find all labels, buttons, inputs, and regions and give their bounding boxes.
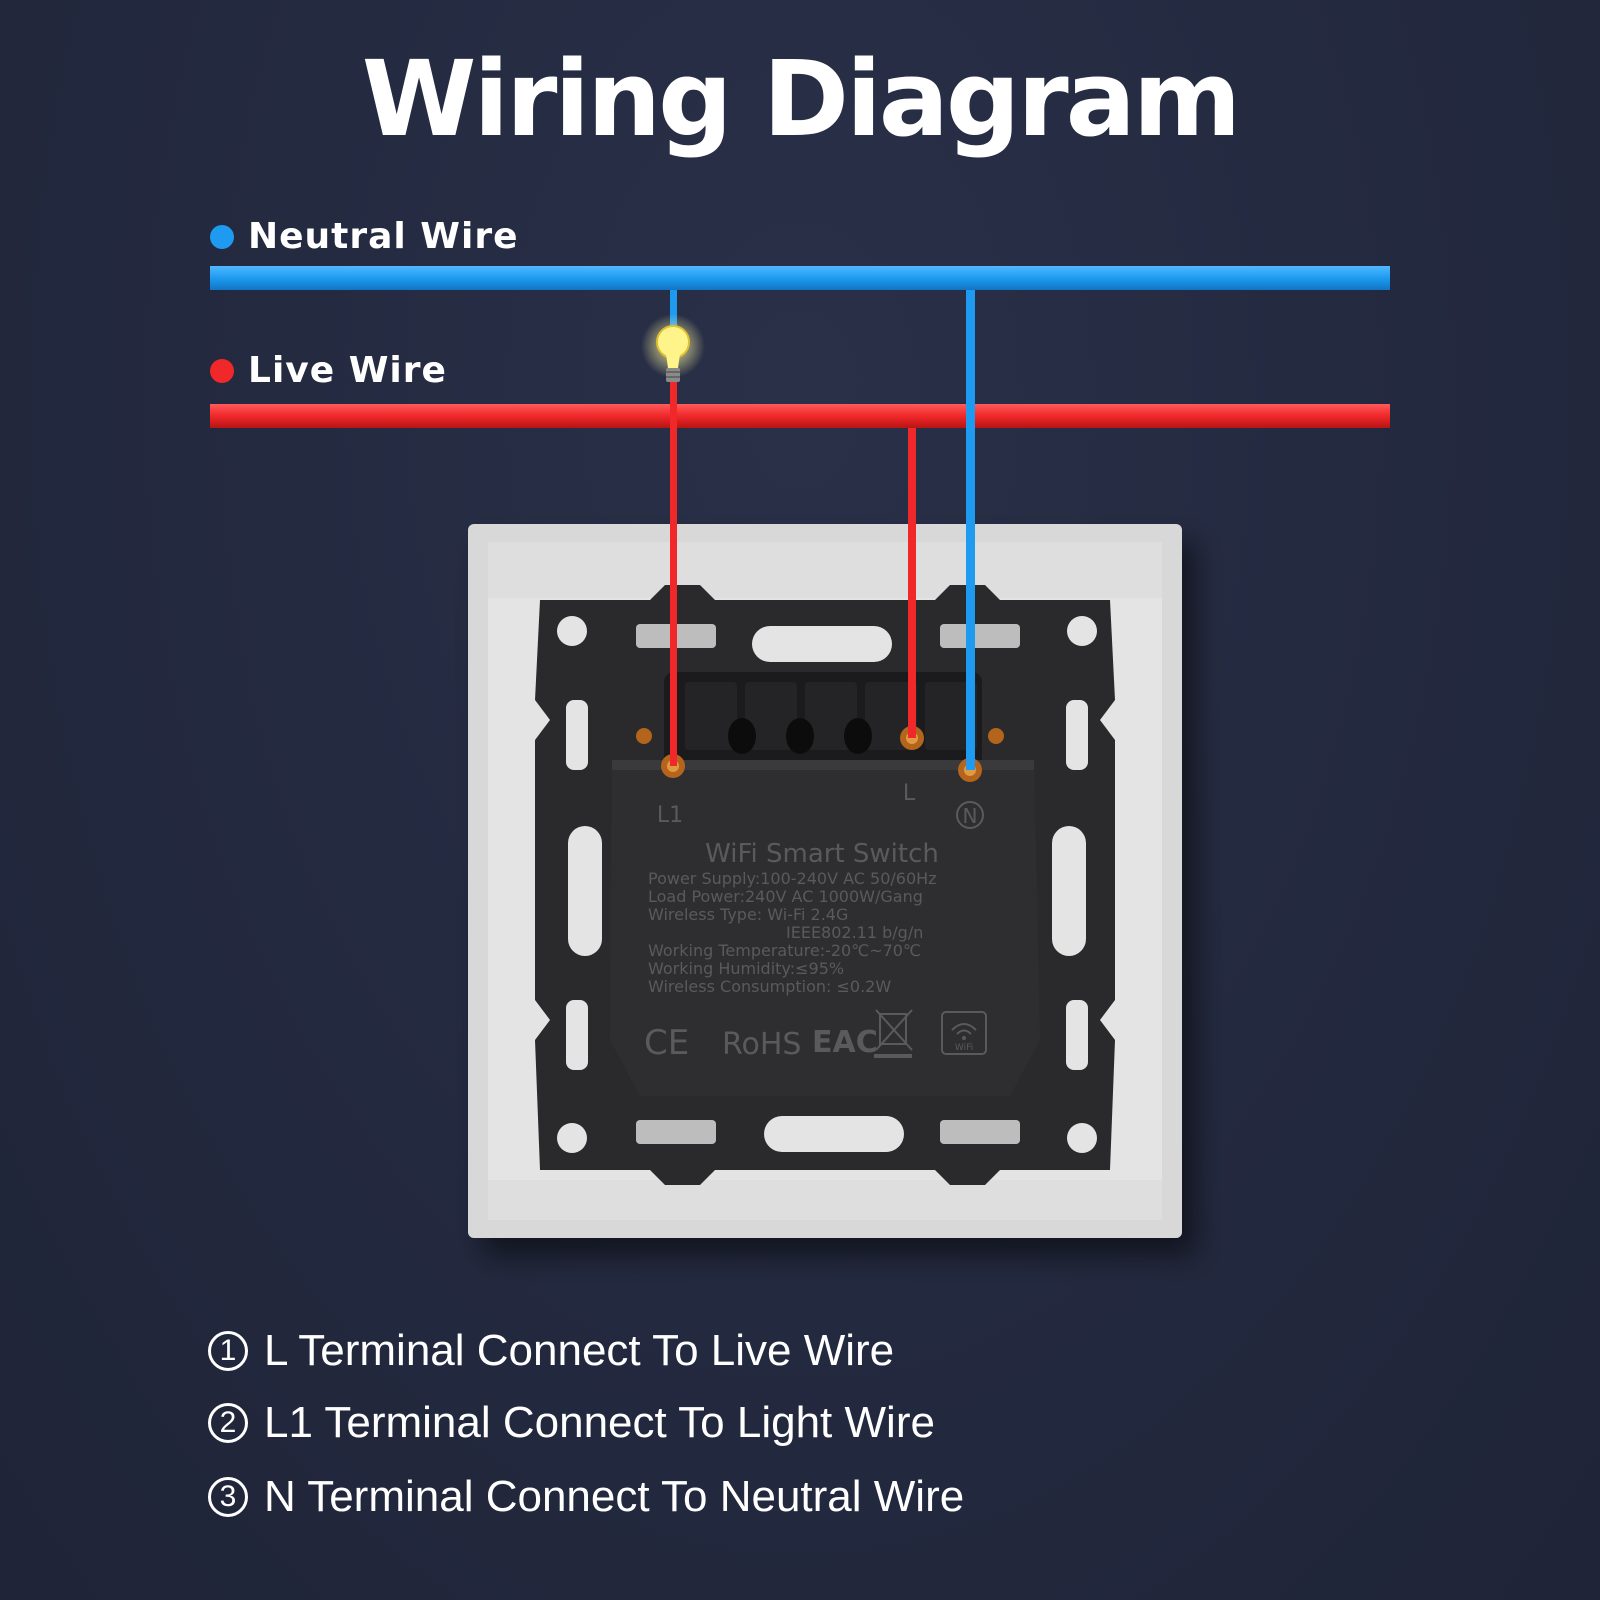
spec-line: Working Temperature:-20℃~70℃ bbox=[648, 941, 921, 960]
module-name: WiFi Smart Switch bbox=[705, 839, 939, 869]
wiring-diagram: L1 L N WiFi Smart Switch Power Supply:10… bbox=[210, 266, 1390, 1238]
rohs-mark: RoHS bbox=[722, 1027, 801, 1062]
page-title: Wiring Diagram bbox=[361, 38, 1241, 160]
legend-live-label: Live Wire bbox=[248, 350, 447, 391]
terminal-label-l: L bbox=[903, 781, 916, 806]
instruction-item: 3 N Terminal Connect To Neutral Wire bbox=[208, 1472, 964, 1522]
instruction-number: 1 bbox=[208, 1331, 248, 1371]
instruction-text: L Terminal Connect To Live Wire bbox=[264, 1326, 895, 1375]
spec-line: Working Humidity:≤95% bbox=[648, 959, 844, 978]
spec-line: IEEE802.11 b/g/n bbox=[786, 923, 923, 942]
eac-mark: EAC bbox=[812, 1025, 878, 1060]
spec-line: Power Supply:100-240V AC 50/60Hz bbox=[648, 869, 937, 888]
legend-neutral-label: Neutral Wire bbox=[248, 216, 519, 257]
wifi-icon: WiFi bbox=[941, 1011, 987, 1055]
legend-live: Live Wire bbox=[210, 350, 447, 391]
light-wire-l1 bbox=[670, 380, 677, 766]
instruction-text: N Terminal Connect To Neutral Wire bbox=[264, 1472, 965, 1521]
instruction-number: 2 bbox=[208, 1403, 248, 1443]
instruction-item: 2 L1 Terminal Connect To Light Wire bbox=[208, 1398, 935, 1448]
instruction-number: 3 bbox=[208, 1477, 248, 1517]
instruction-text: L1 Terminal Connect To Light Wire bbox=[264, 1398, 935, 1447]
legend-neutral: Neutral Wire bbox=[210, 216, 519, 257]
neutral-wire-n bbox=[966, 290, 975, 770]
instruction-item: 1 L Terminal Connect To Live Wire bbox=[208, 1326, 894, 1376]
spec-line: Wireless Consumption: ≤0.2W bbox=[648, 977, 891, 996]
light-bulb-icon bbox=[641, 314, 705, 382]
spec-line: Load Power:240V AC 1000W/Gang bbox=[648, 887, 923, 906]
switch-module bbox=[610, 760, 1040, 1096]
neutral-dot-icon bbox=[210, 224, 234, 249]
live-dot-icon bbox=[210, 358, 234, 383]
weee-bin-icon bbox=[874, 1009, 913, 1058]
spec-line: Wireless Type: Wi-Fi 2.4G bbox=[648, 905, 848, 924]
neutral-wire bbox=[210, 266, 1390, 290]
wifi-mark: WiFi bbox=[955, 1043, 973, 1053]
live-wire bbox=[210, 404, 1390, 428]
live-wire-l bbox=[908, 428, 916, 738]
terminal-label-n: N bbox=[963, 804, 978, 828]
terminal-block bbox=[664, 672, 982, 772]
spec-list: Power Supply:100-240V AC 50/60Hz Load Po… bbox=[648, 869, 937, 996]
terminal-label-l1: L1 bbox=[657, 803, 683, 828]
ce-mark: CE bbox=[644, 1023, 689, 1063]
